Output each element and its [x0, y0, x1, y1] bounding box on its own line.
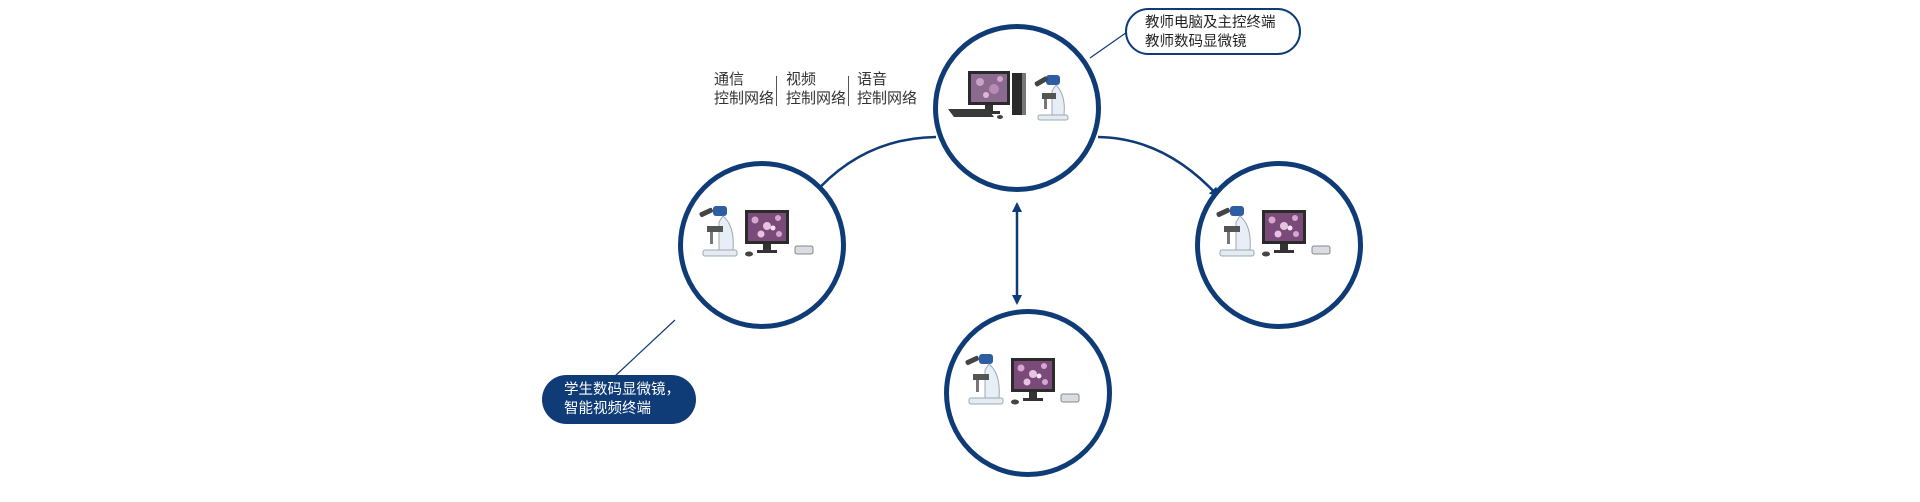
network-label-video: 视频 控制网络	[786, 70, 847, 107]
teacher-workstation-icon	[948, 71, 1069, 121]
network-label-voice: 语音 控制网络	[857, 70, 918, 107]
separator	[776, 76, 777, 106]
student-callout-line	[614, 319, 676, 377]
teacher-callout-line	[1089, 29, 1131, 59]
separator	[848, 76, 849, 106]
teacher-callout: 教师电脑及主控终端 教师数码显微镜	[1125, 8, 1301, 55]
student-microscope-icon	[965, 354, 1080, 405]
student-node-bottom	[944, 309, 1112, 477]
arrow-to-left-student	[810, 135, 937, 198]
student-node-left	[678, 161, 846, 329]
student-microscope-icon	[1216, 206, 1331, 257]
network-label-communication: 通信 控制网络	[714, 70, 775, 107]
teacher-node	[933, 24, 1101, 192]
student-callout: 学生数码显微镜， 智能视频终端	[542, 375, 696, 424]
arrow-to-right-student	[1097, 135, 1220, 198]
student-microscope-icon	[699, 206, 814, 257]
student-node-right	[1195, 161, 1363, 329]
